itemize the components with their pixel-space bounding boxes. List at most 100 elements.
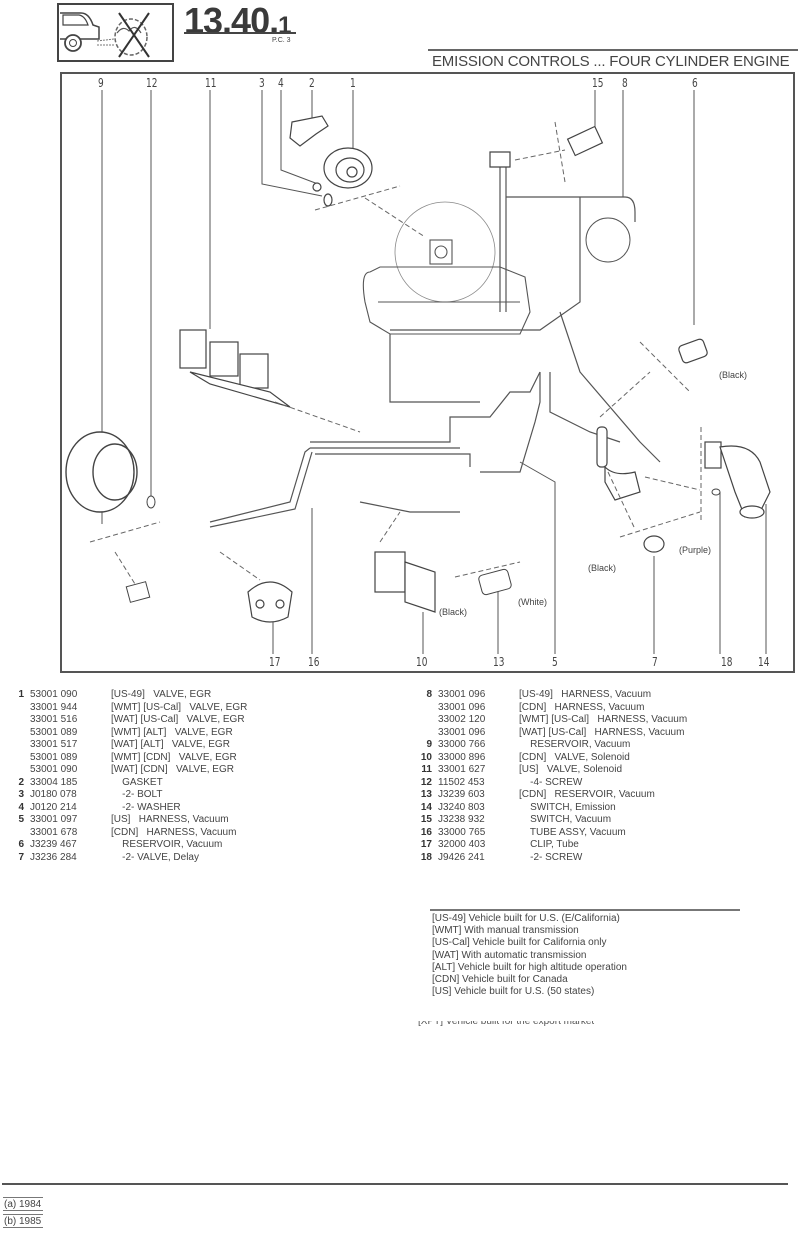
part-number: 33001 096 [438,726,486,738]
part-description: [US-49] VALVE, EGR [111,689,212,700]
callout-3: 3 [259,76,265,90]
vacuum-reservoir-13-part [478,568,512,596]
callout-7: 7 [652,655,658,669]
bolt-part [323,193,333,207]
legend-item: [US-49] Vehicle built for U.S. (E/Califo… [432,913,620,924]
page-number-sub: .40. [222,0,279,41]
footnote-a: (a) 1984 [3,1197,44,1211]
item-number: 17 [420,839,432,850]
leader-line-3 [261,90,323,197]
part-description: TUBE ASSY, Vacuum [519,826,626,838]
part-description: [CDN] HARNESS, Vacuum [519,701,645,713]
part-description: [WAT] [ALT] VALVE, EGR [111,739,230,750]
page-number: 13.40.1 [184,0,291,42]
vacuum-harness-lines [209,160,661,528]
callout-11: 11 [205,76,217,90]
parts-list-row: 53001 089[WMT] [CDN] VALVE, EGR [10,752,390,765]
legend-item: [US-Cal] Vehicle built for California on… [432,937,607,949]
leader-line-5 [519,461,556,654]
part-description: [US-49] HARNESS, Vacuum [519,689,652,700]
part-number: 33000 896 [438,751,486,763]
callout-15: 15 [592,76,604,90]
callout-8: 8 [622,76,628,90]
part-number: 53001 090 [30,689,78,700]
part-number: 33001 096 [438,689,486,700]
callout-5: 5 [552,655,558,669]
vacuum-reservoir-disk [585,217,631,263]
part-number: J3239 603 [438,789,485,800]
part-description: [WAT] [CDN] VALVE, EGR [111,764,234,775]
page-number-main: 13 [184,0,223,41]
part-number: J3239 467 [30,839,77,850]
color-label-black-reservoir-6: (Black) [719,370,748,380]
part-number: 33001 096 [438,701,486,713]
item-number: 13 [420,789,432,800]
part-number: 33001 517 [30,739,78,750]
callout-13: 13 [493,655,505,669]
color-label-white-reservoir-13: (White) [518,597,547,607]
part-number: 33004 185 [30,776,78,788]
solenoid-valve-10-part [374,551,436,613]
screw-12-part [146,495,156,509]
part-number: 33001 678 [30,826,78,838]
callout-14: 14 [758,655,770,669]
item-number: 7 [18,851,24,863]
legend-item: [WMT] With manual transmission [432,925,579,937]
part-number: 32000 403 [438,839,486,850]
footnote-b: (b) 1985 [3,1214,44,1228]
solenoid-valve-11-part [179,329,291,408]
part-description: SWITCH, Emission [519,801,616,813]
part-number: J0120 214 [30,801,77,813]
item-number: 3 [18,789,24,800]
page-number-suffix: 1 [278,12,291,39]
color-label-purple-valve-7: (Purple) [679,545,712,555]
item-number: 9 [426,739,432,750]
part-description: -2- VALVE, Delay [111,851,199,863]
parts-list-row: 33002 120[WMT] [US-Cal] HARNESS, Vacuum [418,714,798,727]
callout-10: 10 [416,655,428,669]
callout-6: 6 [692,76,698,90]
part-number: 11502 453 [438,776,485,788]
callout-16: 16 [308,655,320,669]
part-description: GASKET [111,776,163,788]
option-code-legend: [US-49] Vehicle built for U.S. (E/Califo… [432,913,627,998]
parts-list-row: 8 33001 096 [US-49] HARNESS, Vacuum [418,689,798,702]
footer-rule [2,1183,788,1185]
tube-clip-17-part [247,581,293,623]
parts-list-row: 33001 096 [CDN] HARNESS, Vacuum [418,702,798,715]
part-number: J3238 932 [438,814,485,825]
part-description: -4- SCREW [519,776,583,788]
color-label-black-valve-7: (Black) [588,563,617,573]
parts-list-right: 8 33001 096 [US-49] HARNESS, Vacuum 33001 0… [418,689,798,864]
legend-item: [ALT] Vehicle built for high altitude op… [432,961,627,973]
emission-switch-14-part [704,441,771,519]
delay-valve-part [596,426,608,468]
part-description: [CDN] HARNESS, Vacuum [111,826,237,838]
item-number: 8 [426,689,432,700]
part-description: [WMT] [ALT] VALVE, EGR [111,726,233,738]
part-number: 53001 090 [30,764,78,775]
item-number: 4 [18,801,24,813]
part-number: J3236 284 [30,851,77,863]
section-title: EMISSION CONTROLS ... FOUR CYLINDER ENGI… [432,53,790,70]
section-title-rule [428,49,798,51]
callout-12: 12 [146,76,158,90]
parts-list-row: 53001 090 [WAT] [CDN] VALVE, EGR [10,764,390,777]
part-number: 33000 766 [438,739,486,750]
part-description: [US] HARNESS, Vacuum [111,814,229,825]
part-number: 33001 944 [30,701,78,713]
part-number: J9426 241 [438,851,485,863]
part-description: -2- BOLT [111,789,163,800]
item-number: 6 [18,839,24,850]
gasket-part [289,115,329,147]
part-description: CLIP, Tube [519,839,579,850]
item-number: 18 [420,851,432,863]
part-number: 33001 097 [30,814,78,825]
part-description: [WMT] [US-Cal] VALVE, EGR [111,701,248,713]
